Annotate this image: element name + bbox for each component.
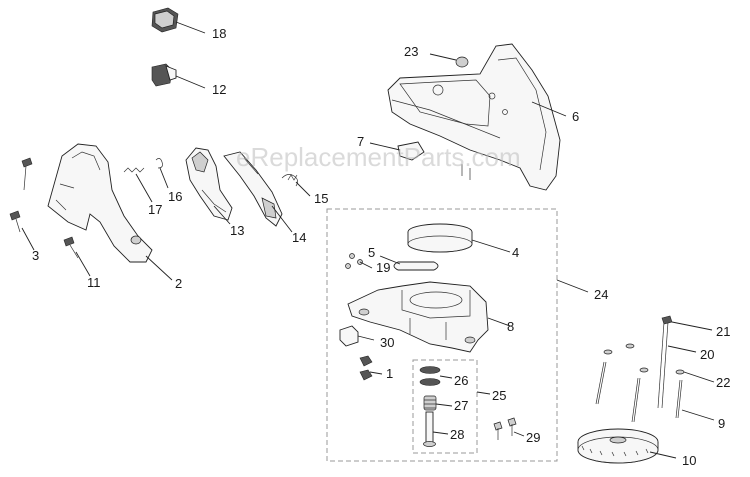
assembly-25-box <box>412 359 491 454</box>
part-10 <box>577 428 677 464</box>
watermark-text: eReplacementParts.com <box>236 142 521 172</box>
callout-15: 15 <box>314 191 328 206</box>
part-5 <box>379 255 439 271</box>
part-13 <box>185 147 233 225</box>
part-20 <box>657 321 697 409</box>
part-30 <box>339 325 375 347</box>
part-28 <box>423 411 449 447</box>
part-11 <box>63 236 91 277</box>
part-16 <box>155 158 169 189</box>
part-27 <box>423 395 453 411</box>
callout-27: 27 <box>454 398 468 413</box>
part-21 <box>661 315 713 331</box>
part-1 <box>359 355 383 381</box>
part-9 <box>595 361 715 423</box>
part-8 <box>347 281 511 353</box>
callout-18: 18 <box>212 26 226 41</box>
callout-2: 2 <box>175 276 182 291</box>
part-6 <box>387 43 567 191</box>
part-23 <box>429 53 469 68</box>
part-29 <box>493 417 525 440</box>
part-2 <box>47 143 173 281</box>
callout-19: 19 <box>376 260 390 275</box>
callout-9: 9 <box>718 416 725 431</box>
callout-11: 11 <box>87 275 101 290</box>
callout-3: 3 <box>32 248 39 263</box>
callout-28: 28 <box>450 427 464 442</box>
callout-26: 26 <box>454 373 468 388</box>
part-4 <box>407 223 511 253</box>
part-26 <box>419 366 453 386</box>
callout-29: 29 <box>526 430 540 445</box>
assembly-24-box <box>326 208 589 462</box>
part-18 <box>151 7 206 34</box>
part-15 <box>281 174 311 197</box>
callout-24: 24 <box>594 287 608 302</box>
part-12 <box>151 63 206 89</box>
part-22 <box>603 343 715 383</box>
callout-23: 23 <box>404 44 418 59</box>
part-17 <box>123 167 153 203</box>
callout-5: 5 <box>368 245 375 260</box>
callout-1: 1 <box>386 366 393 381</box>
part-7 <box>369 141 425 161</box>
part-3 <box>9 157 35 251</box>
callout-8: 8 <box>507 319 514 334</box>
callout-10: 10 <box>682 453 696 468</box>
callout-7: 7 <box>357 134 364 149</box>
callout-6: 6 <box>572 109 579 124</box>
callout-17: 17 <box>148 202 162 217</box>
callout-16: 16 <box>168 189 182 204</box>
callout-13: 13 <box>230 223 244 238</box>
callout-4: 4 <box>512 245 519 260</box>
callout-25: 25 <box>492 388 506 403</box>
callout-21: 21 <box>716 324 730 339</box>
callout-14: 14 <box>292 230 306 245</box>
callout-30: 30 <box>380 335 394 350</box>
callout-22: 22 <box>716 375 730 390</box>
part-19 <box>345 253 373 269</box>
callout-12: 12 <box>212 82 226 97</box>
callout-20: 20 <box>700 347 714 362</box>
part-14 <box>223 151 293 233</box>
